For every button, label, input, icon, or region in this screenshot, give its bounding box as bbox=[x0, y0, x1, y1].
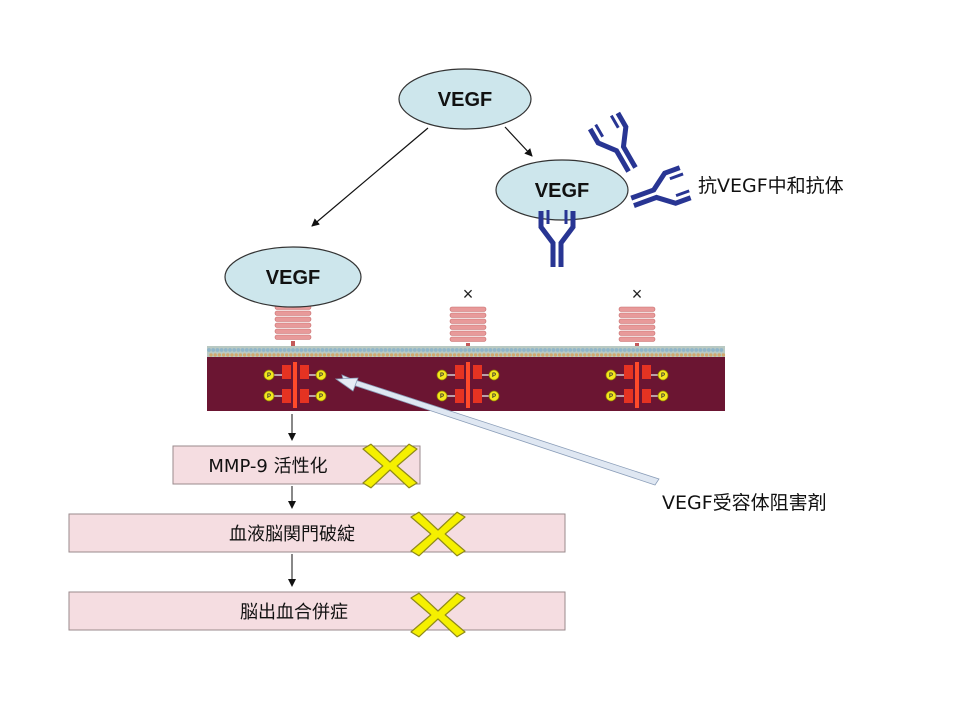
kinase-domain-3: P P P P bbox=[605, 362, 669, 408]
blocked-mark-2: × bbox=[632, 284, 643, 304]
arrow-to-receptor-vegf bbox=[311, 127, 429, 227]
inhibitor-arrow bbox=[341, 374, 660, 486]
phospho-label: P bbox=[492, 373, 496, 379]
inhibitor-label: VEGF受容体阻害剤 bbox=[662, 492, 827, 514]
receptor-stack-2 bbox=[449, 306, 487, 357]
phospho-icon bbox=[263, 369, 275, 381]
step-label-bbb: 血液脳関門破綻 bbox=[229, 524, 355, 545]
phospho-icon bbox=[488, 369, 500, 381]
receptor-group bbox=[274, 304, 656, 357]
kinase-group: P P P P P P P P P P P P bbox=[263, 362, 669, 408]
kinase-domain-1: P P P P bbox=[263, 362, 327, 408]
phospho-label: P bbox=[661, 394, 665, 400]
inhibition-cross-icon bbox=[362, 443, 418, 489]
vegf-ellipse-receptor: VEGF bbox=[224, 246, 362, 308]
lipid-bilayer-surface bbox=[207, 346, 726, 357]
phospho-icon bbox=[315, 390, 327, 402]
antibody-icon-top bbox=[587, 111, 638, 173]
phospho-label: P bbox=[440, 373, 444, 379]
receptor-stack-3 bbox=[618, 306, 656, 357]
phospho-label: P bbox=[440, 394, 444, 400]
phospho-label: P bbox=[492, 394, 496, 400]
inhibition-cross-icon bbox=[410, 592, 466, 638]
inhibitor-arrowhead bbox=[334, 377, 359, 392]
phospho-label: P bbox=[267, 373, 271, 379]
vegf-label-receptor: VEGF bbox=[266, 267, 320, 289]
vegf-ellipse-antibody: VEGF bbox=[495, 159, 629, 221]
vegf-label-top: VEGF bbox=[438, 89, 492, 111]
step-bbb: 血液脳関門破綻 bbox=[68, 513, 566, 553]
phospho-icon bbox=[436, 390, 448, 402]
step-mmp9: MMP-9 活性化 bbox=[172, 445, 421, 485]
arrow-to-antibody-vegf bbox=[504, 126, 533, 157]
phospho-label: P bbox=[267, 394, 271, 400]
inhibition-cross-icon bbox=[410, 511, 466, 557]
phospho-label: P bbox=[319, 373, 323, 379]
phospho-label: P bbox=[609, 394, 613, 400]
step-label-hemorrhage: 脳出血合併症 bbox=[240, 602, 348, 623]
phospho-icon bbox=[605, 390, 617, 402]
phospho-icon bbox=[436, 369, 448, 381]
phospho-icon bbox=[488, 390, 500, 402]
vegf-label-antibody: VEGF bbox=[535, 180, 589, 202]
vegf-ellipse-top: VEGF bbox=[398, 68, 532, 130]
phospho-icon bbox=[315, 369, 327, 381]
antibody-icon-right bbox=[630, 165, 692, 209]
phospho-label: P bbox=[319, 394, 323, 400]
phospho-icon bbox=[605, 369, 617, 381]
step-hemorrhage: 脳出血合併症 bbox=[68, 591, 566, 631]
phospho-icon bbox=[657, 369, 669, 381]
phospho-label: P bbox=[661, 373, 665, 379]
phospho-label: P bbox=[609, 373, 613, 379]
kinase-domain-2: P P P P bbox=[436, 362, 500, 408]
step-label-mmp9: MMP-9 活性化 bbox=[208, 456, 327, 477]
antibody-label: 抗VEGF中和抗体 bbox=[698, 175, 844, 197]
blocked-mark-1: × bbox=[463, 284, 474, 304]
phospho-icon bbox=[263, 390, 275, 402]
phospho-icon bbox=[657, 390, 669, 402]
antibody-icon-bottom bbox=[538, 210, 576, 267]
receptor-stack-1 bbox=[274, 304, 312, 355]
